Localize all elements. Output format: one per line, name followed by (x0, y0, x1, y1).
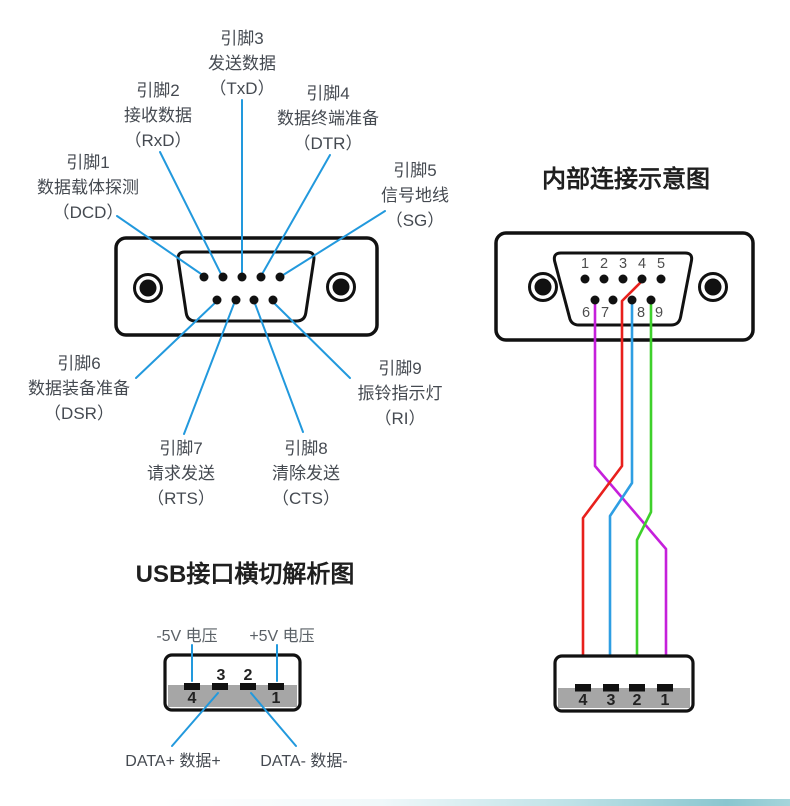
pin2-desc: 接收数据 (124, 106, 192, 125)
line-dtr-pin4 (260, 154, 331, 277)
usb-right-shell (553, 654, 695, 713)
usb-left-shell (163, 653, 302, 712)
pin8-label: 引脚8 清除发送 （CTS） (226, 436, 386, 511)
data-minus-label: DATA- 数据- (260, 753, 348, 770)
line-dataplus-pin3 (171, 692, 219, 747)
pin6-label: 引脚6 数据装备准备 （DSR） (0, 351, 159, 426)
line-dsr-pin6 (135, 300, 218, 379)
svg-text:4: 4 (638, 256, 646, 272)
pin1-desc: 数据载体探测 (37, 178, 139, 197)
svg-text:1: 1 (661, 692, 670, 709)
bottom-divider-bar (160, 799, 790, 806)
svg-text:1: 1 (272, 690, 281, 707)
pin1-name: 引脚1 (66, 153, 110, 172)
db9-connector-right (494, 231, 755, 342)
pos5v-label: +5V 电压 (249, 628, 315, 645)
pin5-label: 引脚5 信号地线 （SG） (335, 158, 495, 233)
wire-green (635, 301, 653, 688)
pin3-abbr: （TxD） (209, 79, 275, 98)
data-plus-label: DATA+ 数据+ (125, 753, 221, 770)
pin7-abbr: （RTS） (147, 489, 215, 508)
usb-left-pin-numbers: 3 2 4 1 (188, 667, 281, 707)
pin2-abbr: （RxD） (124, 131, 192, 150)
pin3-desc: 发送数据 (208, 54, 276, 73)
screw-hole-left-core (139, 279, 157, 297)
usb-right-pin-numbers: 4 3 2 1 (579, 692, 670, 709)
db9-left-pins (199, 272, 285, 305)
pin4-abbr: （DTR） (293, 134, 363, 153)
pin7-label: 引脚7 请求发送 （RTS） (101, 436, 261, 511)
pin3-name: 引脚3 (220, 29, 264, 48)
svg-text:9: 9 (655, 305, 663, 321)
line-cts-pin8 (253, 300, 304, 433)
svg-text:4: 4 (579, 692, 588, 709)
pin9-name: 引脚9 (378, 359, 422, 378)
usb-left-metal-area (168, 685, 297, 707)
pin4-label: 引脚4 数据终端准备 （DTR） (248, 81, 408, 156)
line-dcd-pin1 (116, 215, 205, 277)
pin6-abbr: （DSR） (44, 404, 114, 423)
db9-connector-left (114, 236, 379, 337)
line-dataminus-pin2 (250, 692, 297, 747)
line-sg-pin5 (279, 210, 386, 278)
pin3-label: 引脚3 发送数据 （TxD） (162, 26, 322, 101)
wire-blue (608, 301, 634, 688)
svg-text:3: 3 (217, 667, 226, 684)
svg-text:5: 5 (657, 256, 665, 272)
pin5-desc: 信号地线 (381, 186, 449, 205)
svg-text:7: 7 (601, 305, 609, 321)
svg-text:8: 8 (637, 305, 645, 321)
pin5-name: 引脚5 (393, 161, 437, 180)
pin9-label: 引脚9 振铃指示灯 （RI） (320, 356, 480, 431)
db9-right-pin-numbers: 1 2 3 4 5 6 7 8 9 (581, 256, 665, 321)
usb-connector-cross-section: 3 2 4 1 (163, 644, 302, 747)
db9-right-dsub-outline (552, 251, 694, 327)
neg5v-label: -5V 电压 (156, 628, 218, 645)
screw-hole-left-core (534, 278, 552, 296)
svg-text:2: 2 (244, 667, 253, 684)
internal-wires (581, 280, 668, 688)
left-annotation-lines (116, 99, 386, 435)
pin5-abbr: （SG） (385, 211, 445, 230)
usb-left-annotation-lines (171, 644, 297, 747)
pin6-desc: 数据装备准备 (28, 379, 130, 398)
internal-connection-title: 内部连接示意图 (542, 166, 710, 193)
svg-text:1: 1 (581, 256, 589, 272)
pin4-name: 引脚4 (306, 84, 350, 103)
pin8-abbr: （CTS） (272, 489, 340, 508)
line-rxd-pin2 (159, 151, 223, 277)
usb-left-pads (184, 683, 284, 690)
line-ri-pin9 (271, 300, 351, 379)
pin1-abbr: （DCD） (52, 203, 124, 222)
svg-text:6: 6 (582, 305, 590, 321)
wire-magenta (593, 301, 668, 688)
pin4-desc: 数据终端准备 (277, 109, 379, 128)
line-rts-pin7 (183, 300, 236, 435)
svg-text:4: 4 (188, 690, 197, 707)
pin7-name: 引脚7 (159, 439, 203, 458)
pin2-label: 引脚2 接收数据 （RxD） (78, 78, 238, 153)
usb-connector-right: 4 3 2 1 (553, 654, 695, 713)
svg-text:3: 3 (619, 256, 627, 272)
pin7-desc: 请求发送 (147, 464, 215, 483)
pin6-name: 引脚6 (57, 354, 101, 373)
db9-right-pins (580, 274, 666, 305)
svg-text:2: 2 (633, 692, 642, 709)
svg-text:3: 3 (607, 692, 616, 709)
usb-right-metal-area (558, 688, 690, 708)
pin8-desc: 清除发送 (272, 464, 340, 483)
usb-right-pads (575, 684, 673, 692)
pin1-label: 引脚1 数据载体探测 （DCD） (8, 150, 168, 225)
pin8-name: 引脚8 (284, 439, 328, 458)
screw-hole-right-core (704, 278, 722, 296)
screw-hole-right-core (332, 278, 350, 296)
db9-left-dsub-outline (176, 250, 316, 323)
usb-cross-section-title: USB接口横切解析图 (135, 561, 355, 588)
pin2-name: 引脚2 (136, 81, 180, 100)
pin9-desc: 振铃指示灯 (357, 384, 443, 403)
pin9-abbr: （RI） (374, 409, 426, 428)
wire-red (581, 280, 643, 688)
svg-text:2: 2 (600, 256, 608, 272)
